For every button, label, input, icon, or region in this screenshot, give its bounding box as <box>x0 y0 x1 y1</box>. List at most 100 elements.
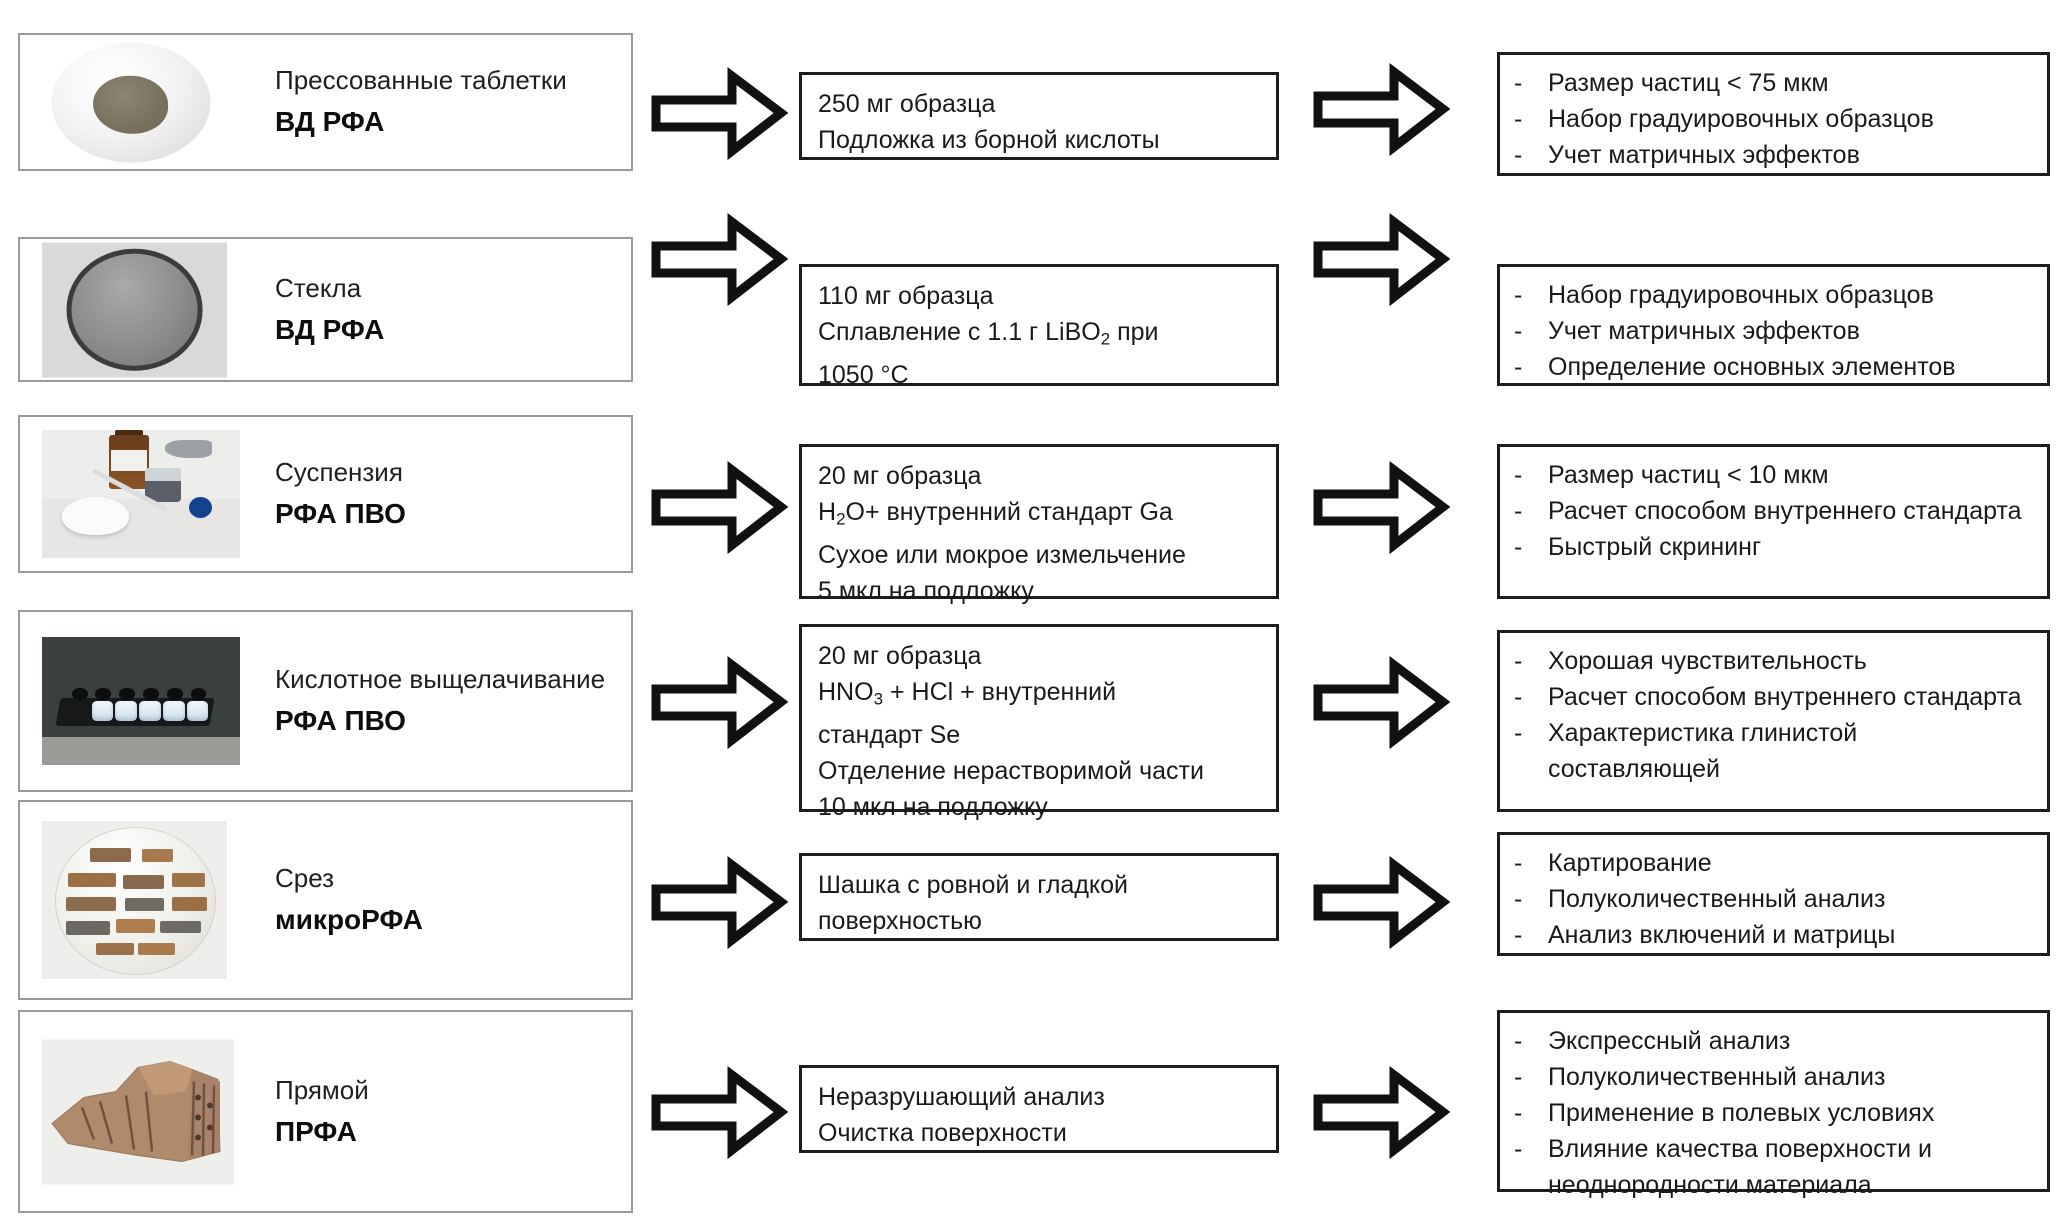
features-list: - Хорошая чувствительность - Расчет спос… <box>1500 633 2047 799</box>
prep-line: H2O+ внутренний стандарт Ga <box>818 498 1173 529</box>
prep-text: Неразрушающий анализ Очистка поверхности <box>802 1068 1276 1163</box>
prep-line: 10 мкл на подложку <box>818 793 1048 822</box>
feature-item: - Определение основных элементов <box>1514 349 2035 385</box>
pressed-pellet-photo <box>38 39 223 165</box>
bullet-dash-icon: - <box>1514 353 1523 381</box>
prep-line: 250 мг образца <box>818 90 996 118</box>
prep-line: поверхностью <box>818 907 982 935</box>
left-card-acid-leaching: Кислотное выщелачивание РФА ПВО <box>18 610 633 792</box>
prep-line: Отделение нерастворимой части <box>818 757 1204 786</box>
prep-line: Сплавление с 1.1 г LiBO2 при <box>818 318 1159 349</box>
method-label-top: Суспензия <box>275 457 403 487</box>
bullet-dash-icon: - <box>1514 317 1523 345</box>
prep-box-cross-section: Шашка с ровной и гладкой поверхностью <box>799 853 1279 941</box>
feature-item: - Учет матричных эффектов <box>1514 313 2035 349</box>
prep-line: 20 мг образца <box>818 642 982 670</box>
prep-line: Подложка из борной кислоты <box>818 126 1160 154</box>
bullet-dash-icon: - <box>1514 719 1523 747</box>
feature-item: - Учет матричных эффектов <box>1514 137 2035 173</box>
bullet-dash-icon: - <box>1514 1063 1523 1091</box>
method-label-bold: микроРФА <box>275 904 423 935</box>
feature-item: - Характеристика глинистой составляющей <box>1514 715 2035 787</box>
left-card-direct: Прямой ПРФА <box>18 1010 633 1213</box>
block-arrow-right-icon <box>648 1065 789 1160</box>
prep-line: 1050 °C <box>818 361 909 390</box>
pottery-sherd-shape <box>51 1060 221 1162</box>
method-label-bold: ПРФА <box>275 1115 357 1147</box>
prep-box-suspension: 20 мг образца H2O+ внутренний стандарт G… <box>799 444 1279 605</box>
block-arrow-right-icon <box>648 460 789 555</box>
suspension-pipette-photo <box>42 430 240 558</box>
block-arrow-right-icon <box>1310 62 1451 157</box>
features-box-cross-section: - Картирование - Полуколичественный анал… <box>1497 832 2050 956</box>
method-label-bold: РФА ПВО <box>275 705 406 736</box>
method-label-bold: ВД РФА <box>275 313 385 345</box>
prep-box-glasses: 110 мг образца Сплавление с 1.1 г LiBO2 … <box>799 264 1279 389</box>
method-label-top: Срез <box>275 863 335 893</box>
left-card-glasses: Стекла ВД РФА <box>18 237 633 382</box>
features-box-suspension: - Размер частиц < 10 мкм - Расчет способ… <box>1497 444 2050 599</box>
feature-item: - Экспрессный анализ <box>1514 1023 2035 1059</box>
bullet-dash-icon: - <box>1514 281 1523 309</box>
method-label-group: Суспензия РФА ПВО <box>275 454 406 534</box>
bullet-dash-icon: - <box>1514 885 1523 913</box>
feature-item: - Набор градуировочных образцов <box>1514 101 2035 137</box>
prep-line: Сухое или мокрое измельчение <box>818 541 1186 570</box>
feature-item: - Размер частиц < 10 мкм <box>1514 457 2035 493</box>
method-label-bold: ВД РФА <box>275 106 385 137</box>
block-arrow-right-icon <box>1310 1065 1451 1160</box>
bullet-dash-icon: - <box>1514 105 1523 133</box>
method-label-group: Прямой ПРФА <box>275 1072 369 1152</box>
feature-item: - Полуколичественный анализ <box>1514 1059 2035 1095</box>
method-label-top: Прессованные таблетки <box>275 65 567 95</box>
bullet-dash-icon: - <box>1514 849 1523 877</box>
features-list: - Размер частиц < 75 мкм - Набор градуир… <box>1500 55 2047 185</box>
block-arrow-right-icon <box>648 855 789 950</box>
prep-text: 110 мг образца Сплавление с 1.1 г LiBO2 … <box>802 267 1276 405</box>
method-label-top: Стекла <box>275 272 362 303</box>
features-list: - Экспрессный анализ - Полуколичественны… <box>1500 1013 2047 1215</box>
prep-text: 250 мг образца Подложка из борной кислот… <box>802 75 1276 170</box>
bullet-dash-icon: - <box>1514 461 1523 489</box>
features-box-glasses: - Набор градуировочных образцов - Учет м… <box>1497 264 2050 386</box>
block-arrow-right-icon <box>1310 655 1451 750</box>
prep-line: стандарт Se <box>818 721 961 750</box>
prep-box-direct: Неразрушающий анализ Очистка поверхности <box>799 1065 1279 1153</box>
prep-box-pressed-pellets: 250 мг образца Подложка из борной кислот… <box>799 72 1279 160</box>
bullet-dash-icon: - <box>1514 647 1523 675</box>
fused-glass-disc-photo <box>42 242 227 377</box>
left-card-pressed-pellets: Прессованные таблетки ВД РФА <box>18 33 633 171</box>
feature-item: - Применение в полевых условиях <box>1514 1095 2035 1131</box>
bullet-dash-icon: - <box>1514 921 1523 949</box>
features-list: - Набор градуировочных образцов - Учет м… <box>1500 267 2047 397</box>
feature-item: - Набор градуировочных образцов <box>1514 277 2035 313</box>
bullet-dash-icon: - <box>1514 1027 1523 1055</box>
prep-line: 5 мкл на подложку <box>818 577 1034 606</box>
prep-line: Шашка с ровной и гладкой <box>818 871 1129 899</box>
method-label-group: Прессованные таблетки ВД РФА <box>275 62 567 142</box>
prep-text: Шашка с ровной и гладкой поверхностью <box>802 856 1276 951</box>
bullet-dash-icon: - <box>1514 1099 1523 1127</box>
bullet-dash-icon: - <box>1514 533 1523 561</box>
method-label-group: Срез микроРФА <box>275 860 423 940</box>
left-card-cross-section: Срез микроРФА <box>18 800 633 1000</box>
feature-item: - Расчет способом внутреннего стандарта <box>1514 493 2035 529</box>
bullet-dash-icon: - <box>1514 1135 1523 1163</box>
features-box-acid-leaching: - Хорошая чувствительность - Расчет спос… <box>1497 630 2050 812</box>
features-list: - Размер частиц < 10 мкм - Расчет способ… <box>1500 447 2047 577</box>
feature-item: - Размер частиц < 75 мкм <box>1514 65 2035 101</box>
features-box-direct: - Экспрессный анализ - Полуколичественны… <box>1497 1010 2050 1199</box>
feature-item: - Анализ включений и матрицы <box>1514 917 2035 953</box>
block-arrow-right-icon <box>1310 460 1451 555</box>
feature-item: - Полуколичественный анализ <box>1514 881 2035 917</box>
block-arrow-right-icon <box>648 655 789 750</box>
block-arrow-right-icon <box>1310 212 1451 307</box>
method-label-top: Прямой <box>275 1074 369 1105</box>
method-label-group: Кислотное выщелачивание РФА ПВО <box>275 661 605 741</box>
prep-line: Очистка поверхности <box>818 1119 1067 1147</box>
block-arrow-right-icon <box>648 66 789 161</box>
pottery-sherd-photo <box>42 1039 234 1184</box>
bullet-dash-icon: - <box>1514 69 1523 97</box>
prep-line: 20 мг образца <box>818 462 982 490</box>
feature-item: - Картирование <box>1514 845 2035 881</box>
